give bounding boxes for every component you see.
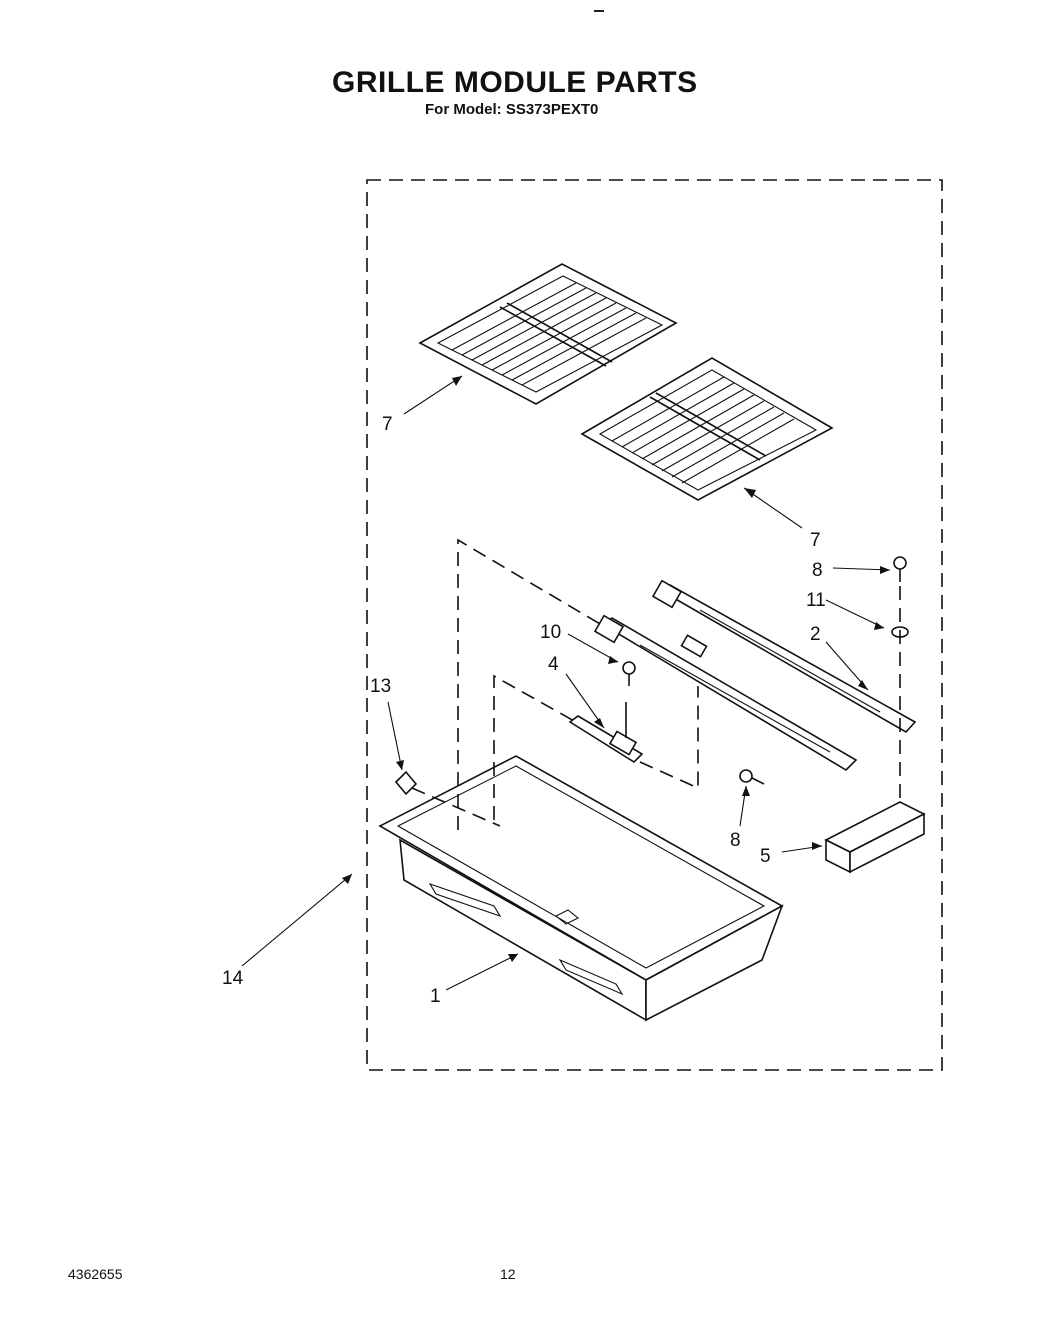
bracket-5: [824, 801, 926, 874]
alignment-leaders: [411, 538, 901, 830]
callout-2: 2: [810, 624, 821, 645]
callout-8-top: 8: [812, 560, 823, 581]
callout-1: 1: [430, 986, 441, 1007]
grommet-13: [394, 770, 418, 796]
grille-grate-right: [580, 357, 834, 501]
grille-pan-1: [378, 755, 784, 1022]
top-mark: [594, 10, 604, 12]
callout-8-bottom: 8: [730, 830, 741, 851]
callout-10: 10: [540, 622, 561, 643]
callout-7-left: 7: [382, 414, 393, 435]
heating-element-front: [593, 614, 858, 772]
callout-11: 11: [806, 590, 826, 611]
heating-element-rear: [651, 579, 917, 734]
screw-10: [622, 661, 636, 686]
page-number: 12: [500, 1266, 516, 1282]
page-title: GRILLE MODULE PARTS: [332, 66, 698, 99]
grille-grate-left: [418, 263, 678, 405]
callout-13: 13: [370, 676, 391, 697]
assembly-boundary-box: [366, 179, 943, 1071]
callout-7-right: 7: [810, 530, 821, 551]
screw-8-bottom: [739, 769, 765, 785]
callout-5: 5: [760, 846, 771, 867]
model-subtitle: For Model: SS373PEXT0: [425, 101, 599, 118]
callout-arrows: [241, 375, 891, 991]
igniter-part: [568, 702, 644, 764]
callout-14: 14: [222, 968, 244, 989]
document-number: 4362655: [68, 1266, 123, 1282]
callout-4: 4: [548, 654, 559, 675]
screw-8-top: [893, 556, 907, 582]
